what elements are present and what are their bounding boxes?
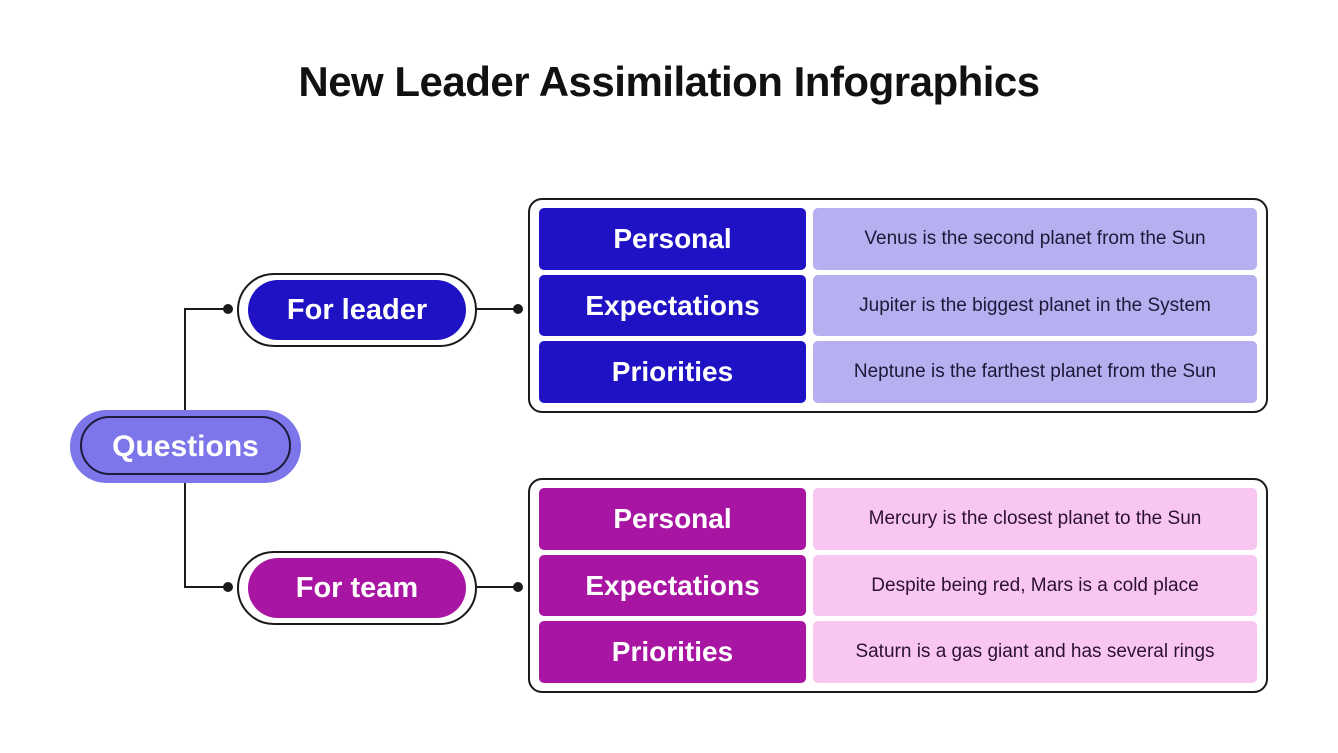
row-description: Despite being red, Mars is a cold place (813, 554, 1257, 617)
connector-team-to-table (455, 586, 514, 588)
table-row: Expectations Jupiter is the biggest plan… (539, 274, 1257, 337)
row-label: Expectations (539, 554, 806, 617)
table-row: Priorities Neptune is the farthest plane… (539, 341, 1257, 404)
leader-table: Personal Venus is the second planet from… (528, 198, 1268, 413)
connector-dot-leader-right (513, 304, 523, 314)
row-description: Neptune is the farthest planet from the … (813, 341, 1257, 404)
page-title: New Leader Assimilation Infographics (298, 58, 1040, 105)
connector-dot-leader-left (223, 304, 233, 314)
node-questions: Questions (70, 410, 301, 483)
node-for-team: For team (237, 551, 477, 625)
connector-dot-team-right (513, 582, 523, 592)
row-label: Personal (539, 488, 806, 550)
node-questions-label: Questions (112, 429, 259, 463)
connector-leader-to-table (455, 308, 514, 310)
table-row: Personal Venus is the second planet from… (539, 208, 1257, 270)
table-row: Priorities Saturn is a gas giant and has… (539, 621, 1257, 684)
table-row: Personal Mercury is the closest planet t… (539, 488, 1257, 550)
row-description: Venus is the second planet from the Sun (813, 208, 1257, 270)
row-description: Jupiter is the biggest planet in the Sys… (813, 274, 1257, 337)
row-label: Expectations (539, 274, 806, 337)
row-label: Priorities (539, 621, 806, 684)
team-table: Personal Mercury is the closest planet t… (528, 478, 1268, 693)
node-for-leader: For leader (237, 273, 477, 347)
connector-branch-leader (184, 308, 224, 310)
table-row: Expectations Despite being red, Mars is … (539, 554, 1257, 617)
row-description: Saturn is a gas giant and has several ri… (813, 621, 1257, 684)
node-for-team-label: For team (248, 558, 466, 618)
row-description: Mercury is the closest planet to the Sun (813, 488, 1257, 550)
connector-dot-team-left (223, 582, 233, 592)
node-questions-outline (80, 416, 291, 475)
connector-branch-team (184, 586, 224, 588)
row-label: Priorities (539, 341, 806, 404)
node-for-leader-label: For leader (248, 280, 466, 340)
row-label: Personal (539, 208, 806, 270)
